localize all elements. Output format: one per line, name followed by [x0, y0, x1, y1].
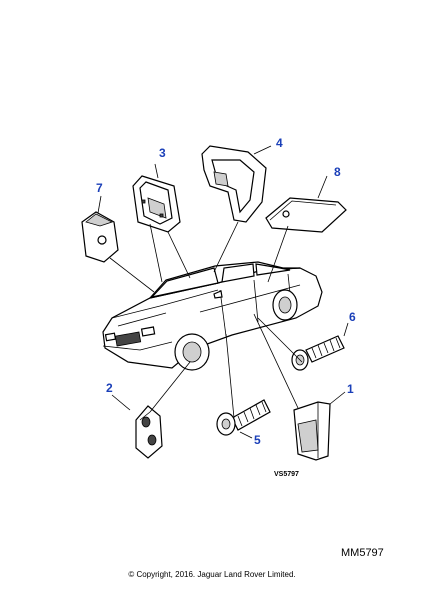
copyright-notice: © Copyright, 2016. Jaguar Land Rover Lim… — [128, 570, 296, 579]
part-4-housing — [201, 145, 267, 223]
part-3-bracket — [132, 175, 181, 233]
illustration-code: MM5797 — [341, 547, 384, 559]
callout-1: 1 — [347, 382, 354, 396]
callout-8: 8 — [334, 165, 341, 179]
callout-2: 2 — [106, 381, 113, 395]
part-5-screw — [216, 399, 271, 436]
part-2-grommet — [135, 405, 163, 459]
callout-4: 4 — [276, 136, 283, 150]
part-6-screw — [291, 335, 345, 371]
car-illustration — [102, 261, 323, 371]
callout-7: 7 — [96, 181, 103, 195]
leader-lines — [97, 145, 349, 439]
part-8-pad — [265, 197, 347, 233]
part-7-cover — [81, 211, 119, 263]
callout-6: 6 — [349, 310, 356, 324]
diagram-reference: VS5797 — [274, 471, 299, 478]
part-1-clip — [293, 401, 331, 461]
callout-5: 5 — [254, 433, 261, 447]
callout-3: 3 — [159, 146, 166, 160]
